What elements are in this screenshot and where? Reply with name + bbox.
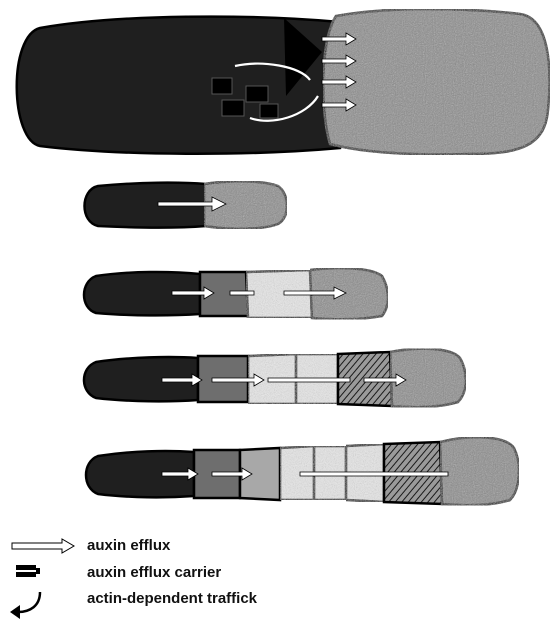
curved-arrow-icon	[10, 592, 40, 619]
legend-label-auxin-efflux: auxin efflux	[87, 537, 170, 554]
large-cell-pair	[17, 9, 550, 155]
auxin-efflux-arrow	[268, 378, 350, 382]
efflux-carrier-icon	[16, 565, 40, 577]
legend-label-auxin-efflux-carrier: auxin efflux carrier	[87, 564, 221, 581]
white-arrow-icon	[12, 539, 74, 553]
embryo-row-4	[86, 437, 519, 505]
large-apical-cell	[323, 9, 549, 155]
legend	[10, 539, 74, 619]
auxin-efflux-arrow	[300, 472, 448, 476]
embryo-row-1	[85, 181, 288, 229]
legend-label-actin-dependent-traffick: actin-dependent traffick	[87, 590, 257, 607]
embryo-row-2	[84, 268, 388, 319]
apical-cell	[440, 437, 519, 505]
auxin-efflux-arrow	[230, 291, 254, 295]
embryo-row-3	[84, 349, 466, 408]
